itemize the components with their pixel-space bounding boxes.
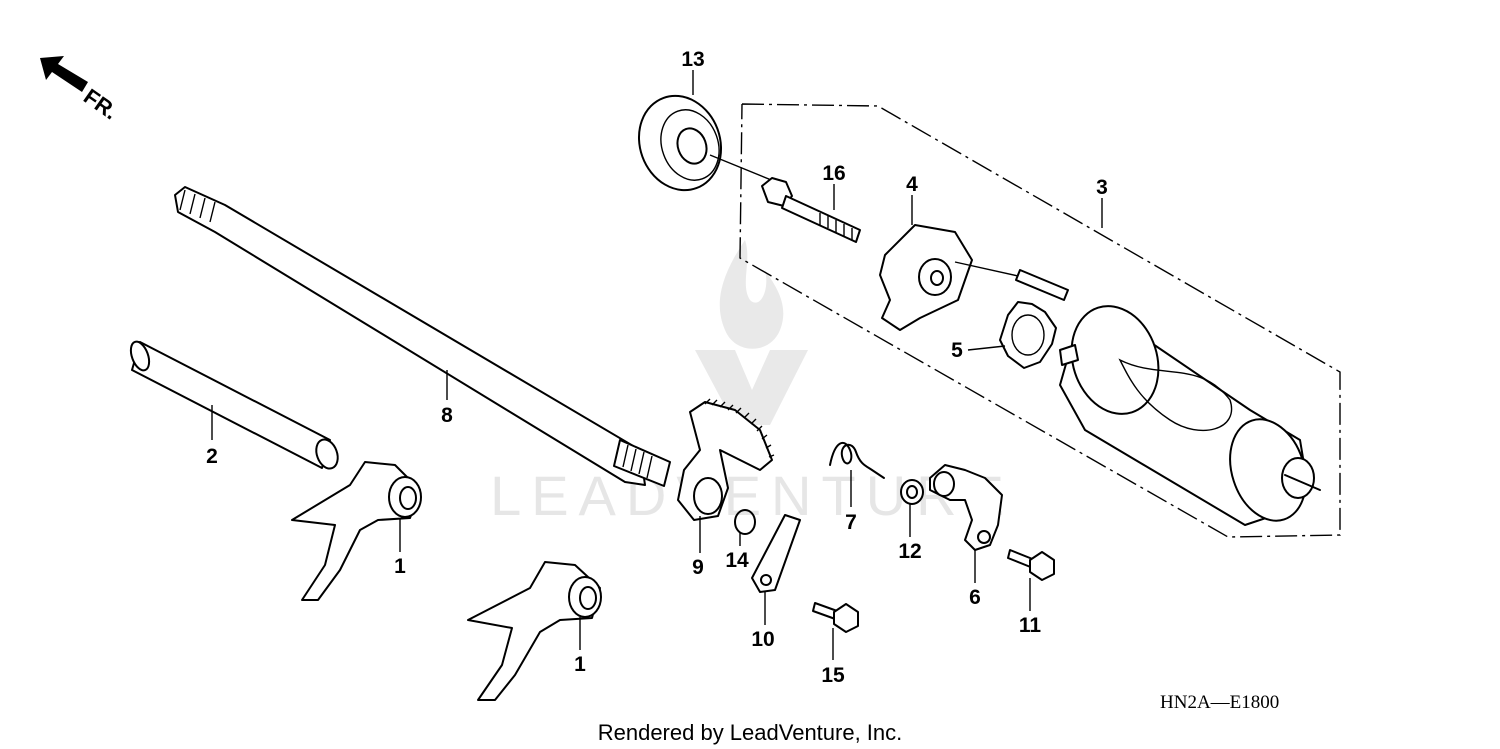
- dowel-pin: [1015, 269, 1069, 301]
- shift-arm-9: [677, 398, 775, 521]
- callout-1a: 1: [394, 555, 406, 578]
- callout-labels: 13 16 4 3 5 8 2 1 1 9 14 10 7 12 6 11 15: [206, 48, 1108, 687]
- callout-8: 8: [441, 404, 453, 427]
- shift-fork-1a: [291, 461, 422, 601]
- bolt-15: [812, 602, 859, 633]
- arrow-icon: [40, 56, 88, 92]
- callout-6: 6: [969, 586, 981, 609]
- callout-16: 16: [822, 162, 845, 185]
- washer-12: [900, 479, 924, 505]
- footer-credit: Rendered by LeadVenture, Inc.: [598, 720, 903, 745]
- callout-13: 13: [681, 48, 704, 71]
- callout-2: 2: [206, 445, 218, 468]
- cam-plate-4: [879, 224, 973, 331]
- callout-5: 5: [951, 339, 963, 362]
- bolt-11: [1007, 549, 1055, 581]
- pin-plate-5: [999, 301, 1057, 369]
- callout-11: 11: [1019, 614, 1042, 637]
- bolt-16: [761, 177, 861, 243]
- fr-label: FR.: [79, 84, 122, 125]
- bearing-13: [637, 94, 723, 192]
- callout-15: 15: [821, 664, 845, 687]
- shift-drum-3: [1059, 305, 1321, 526]
- callout-9: 9: [692, 556, 704, 579]
- front-direction-marker: FR.: [40, 56, 123, 124]
- shift-fork-1b: [467, 561, 602, 701]
- spring-7: [829, 441, 885, 479]
- fork-shaft-2: [129, 340, 339, 470]
- callout-1b: 1: [574, 653, 586, 676]
- stopper-arm-6: [929, 464, 1003, 551]
- diagram-code: HN2A—E1800: [1160, 692, 1279, 713]
- plate-10: [751, 514, 801, 593]
- circlip-14: [734, 509, 756, 535]
- drum-assembly-group-box: [739, 103, 1341, 538]
- leader-lines: [211, 70, 1103, 660]
- callout-7: 7: [845, 511, 857, 534]
- shift-shaft-8: [174, 186, 671, 487]
- callout-14: 14: [725, 549, 749, 572]
- callout-3: 3: [1096, 176, 1108, 199]
- callout-12: 12: [898, 540, 921, 563]
- callout-4: 4: [906, 173, 918, 196]
- callout-10: 10: [751, 628, 774, 651]
